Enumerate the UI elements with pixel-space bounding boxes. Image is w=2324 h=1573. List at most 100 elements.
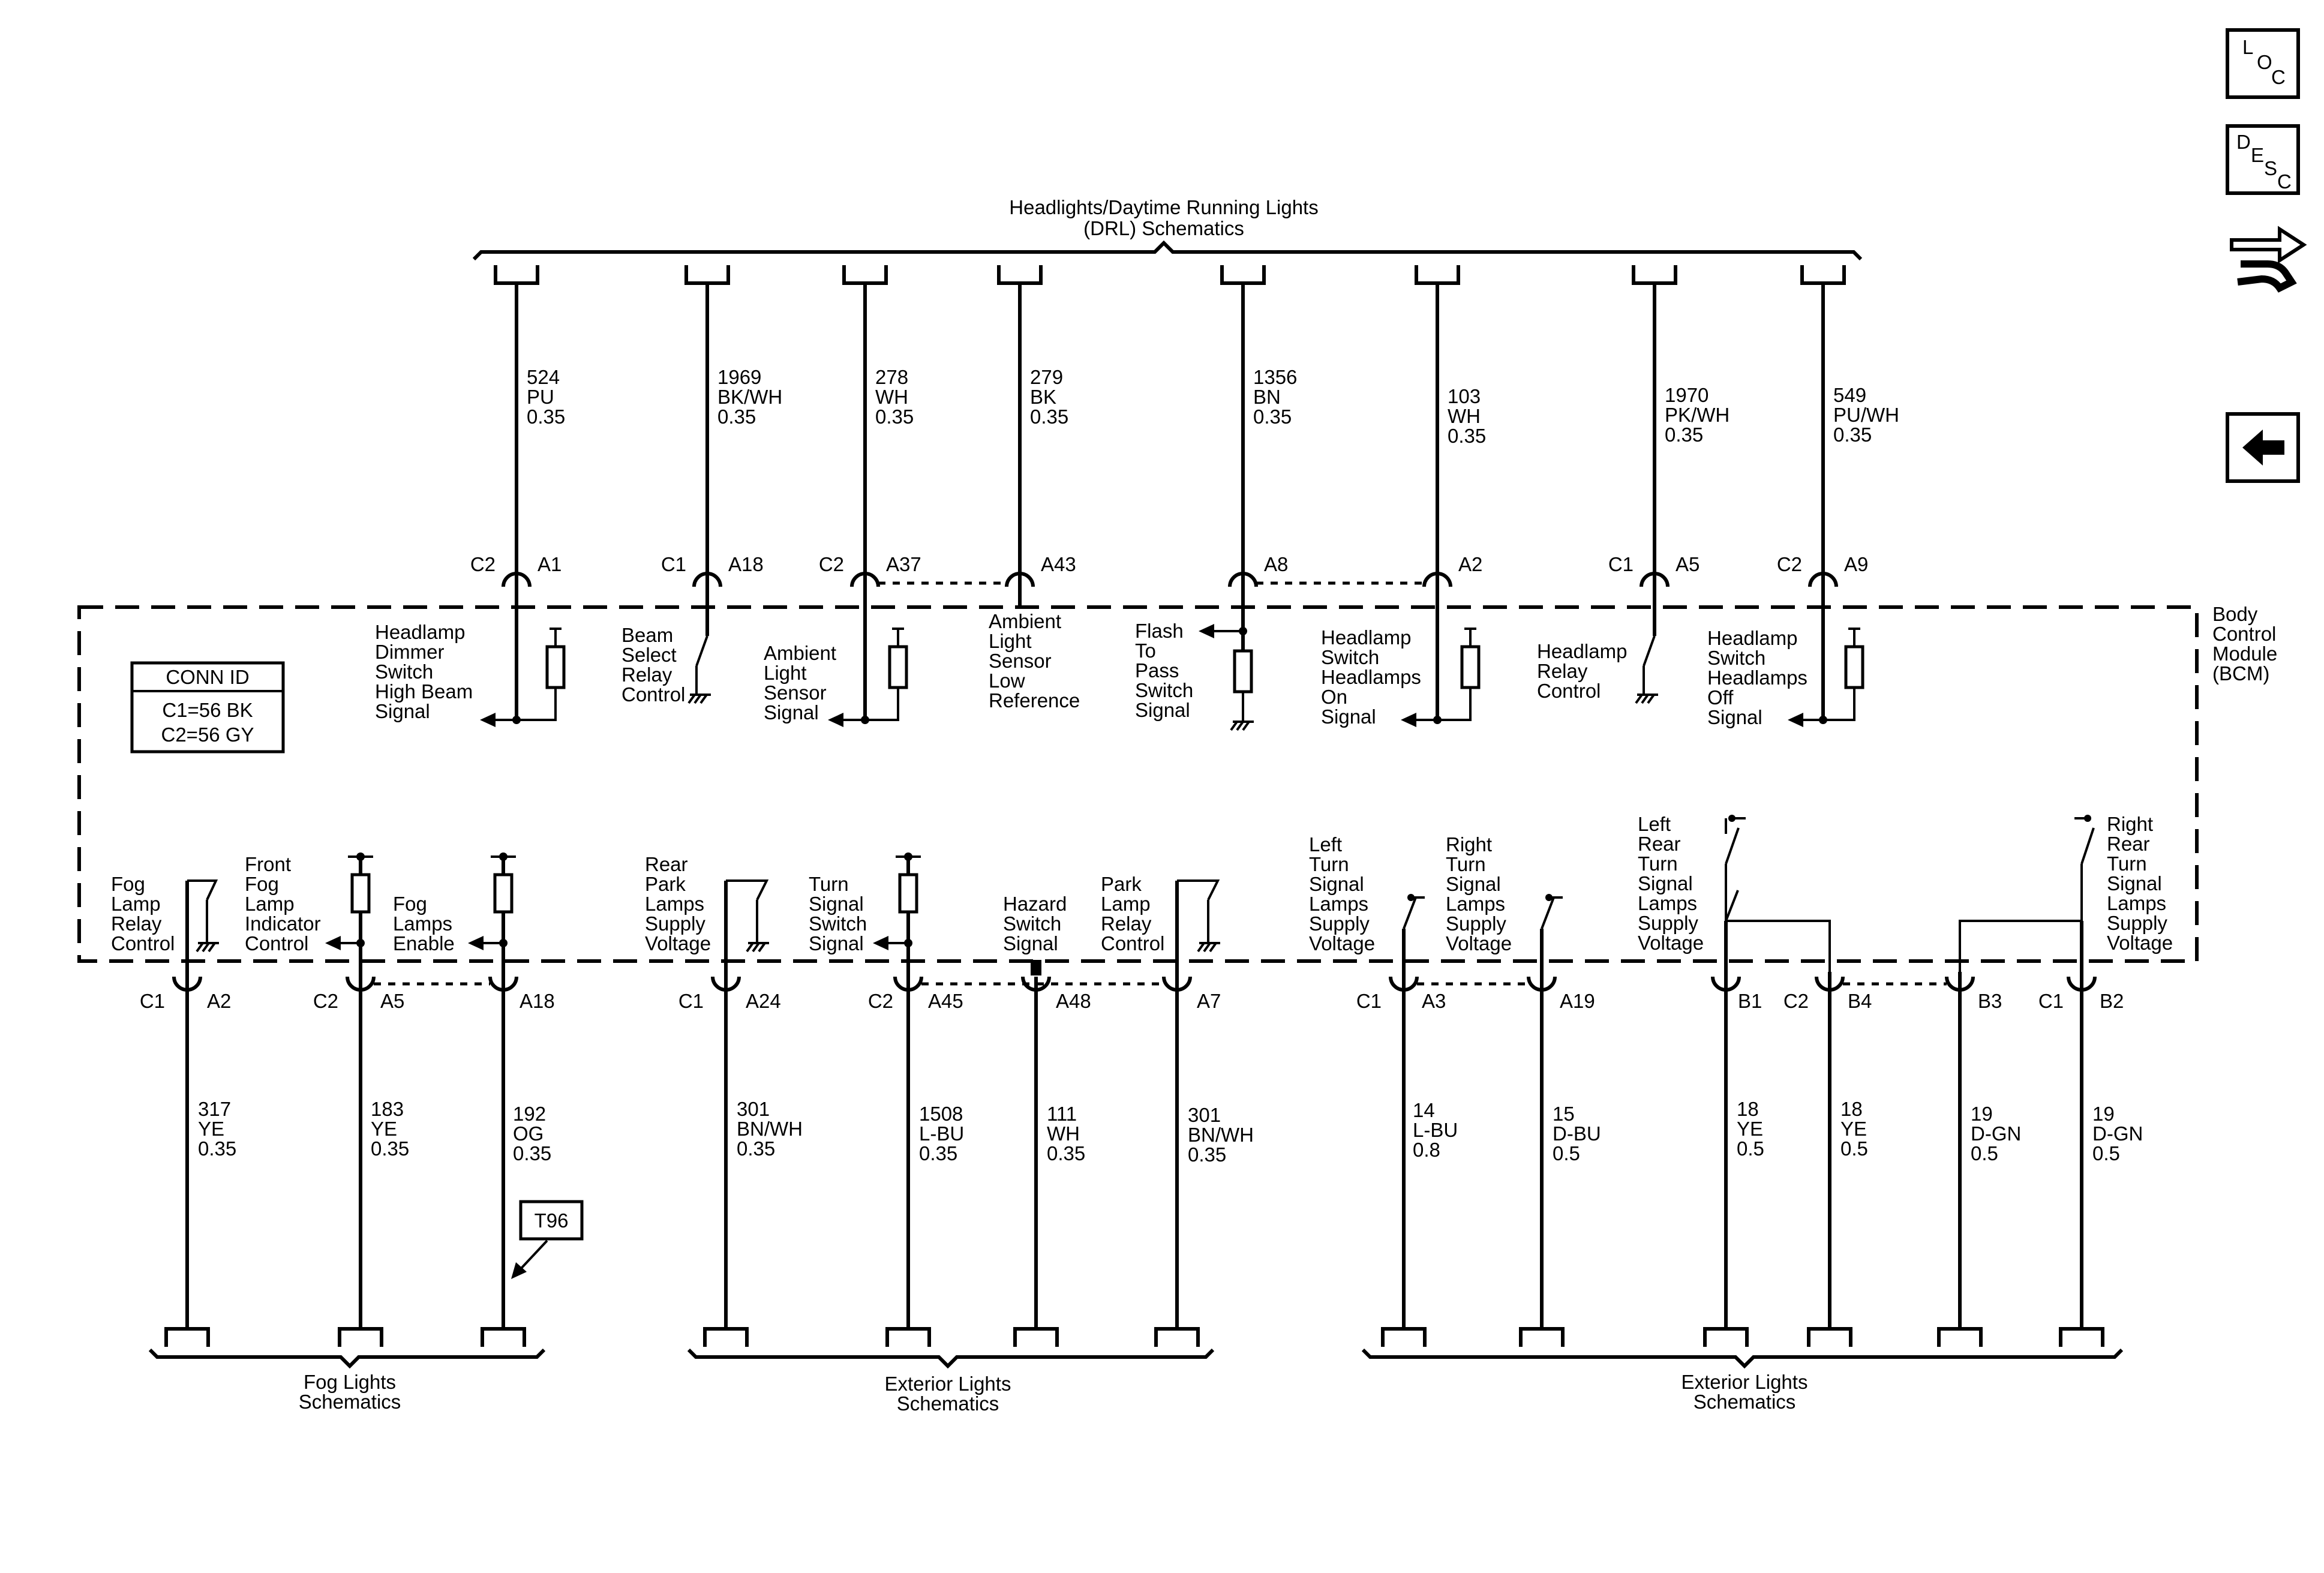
top-wire-a2[interactable]: 103 WH 0.35 A2 Headlamp Switch Headlamps… — [1321, 265, 1486, 728]
bottom-wire-circuit-number: 111 — [1047, 1103, 1077, 1125]
top-wire-a1[interactable]: 524 PU 0.35 C2 A1 Headlamp Dimmer Switch… — [375, 265, 566, 727]
bottom-wire-pin: A3 — [1422, 990, 1446, 1012]
top-wire-pin: A9 — [1844, 553, 1868, 575]
top-wire-label: Switch — [1707, 647, 1765, 669]
bottom-wire-label: Voltage — [1638, 932, 1704, 954]
bottom-group-exterior-2[interactable]: Exterior Lights Schematics — [1361, 1348, 2124, 1413]
repair-icon[interactable] — [2230, 226, 2307, 293]
bottom-wire-connector — [1807, 1327, 1852, 1347]
top-wire-pin: A43 — [1041, 553, 1076, 575]
top-wire-label: Low — [989, 670, 1025, 692]
bottom-wire-a7[interactable]: A7 301 BN/WH 0.35 Park Lamp Relay Contro… — [1101, 873, 1254, 1347]
bottom-wire-a3[interactable]: C1 A3 14 L-BU 0.8 Left Turn Signal Lamps… — [1309, 833, 1458, 1347]
bottom-wire-junction — [499, 852, 508, 861]
bottom-wire-a2[interactable]: C1 A2 317 YE 0.35 Fog Lamp Relay Control — [111, 873, 236, 1347]
back-button[interactable] — [2226, 412, 2300, 483]
bottom-group-fog[interactable]: Fog Lights Schematics — [148, 1348, 546, 1413]
top-wire-a37[interactable]: 278 WH 0.35 C2 A37 Ambient Light Sensor … — [764, 265, 921, 727]
bottom-wire-circuit-color: D-GN — [1971, 1122, 2021, 1145]
top-wire-pin-symbol — [1808, 572, 1838, 587]
top-wire-a5[interactable]: 1970 PK/WH 0.35 C1 A5 Headlamp Relay Con… — [1537, 265, 1730, 704]
top-wire-label: Light — [764, 662, 807, 684]
bottom-wire-label: Control — [245, 932, 308, 954]
bottom-wire-circuit-number: 317 — [198, 1098, 231, 1120]
t96-callout[interactable]: T96 — [511, 1200, 584, 1279]
top-wire-pin-symbol — [1228, 572, 1258, 587]
bottom-group-exterior-1[interactable]: Exterior Lights Schematics — [687, 1348, 1215, 1415]
top-header-brace — [472, 240, 1863, 261]
bottom-wire-circuit-number: 19 — [2092, 1103, 2115, 1125]
t96-leader — [520, 1239, 548, 1270]
top-header-line2: (DRL) Schematics — [1083, 217, 1244, 239]
bottom-wire-label: Supply — [1446, 912, 1506, 935]
bottom-wire-conn-id: C2 — [1783, 990, 1809, 1012]
bottom-wire-label: Park — [1101, 873, 1142, 895]
bottom-wire-circuit-color: L-BU — [919, 1122, 964, 1145]
bottom-wire-a18[interactable]: A18 192 OG 0.35 Fog Lamps Enable — [393, 852, 555, 1347]
top-wire-label: Pass — [1135, 659, 1179, 682]
bottom-wire-circuit-number: 1508 — [919, 1103, 963, 1125]
bottom-wire-label: Turn — [2107, 852, 2147, 875]
top-wire-label: Sensor — [989, 650, 1052, 672]
bottom-wire-label: Fog — [111, 873, 145, 895]
top-wire-conn-id: C2 — [819, 553, 844, 575]
top-wire-label: Signal — [764, 701, 819, 724]
bottom-wire-a5[interactable]: C2 A5 183 YE 0.35 Front Fog Lamp Indicat… — [245, 852, 409, 1347]
top-wire-label: Reference — [989, 689, 1080, 712]
top-wire-pin: A5 — [1676, 553, 1700, 575]
top-wire-connector — [1220, 265, 1266, 285]
top-wire-label: Headlamp — [1537, 640, 1627, 662]
bottom-wire-a24[interactable]: C1 A24 301 BN/WH 0.35 Rear Park Lamps Su… — [645, 853, 803, 1347]
top-wire-label: High Beam — [375, 680, 473, 703]
bottom-wire-arrow — [873, 936, 888, 950]
top-wire-label: Headlamp — [375, 621, 465, 643]
desc-button[interactable]: D E S C — [2226, 124, 2300, 195]
bottom-wire-label: Supply — [645, 912, 705, 935]
top-wire-circuit-number: 278 — [875, 366, 908, 388]
bottom-wire-label: Turn — [1638, 852, 1678, 875]
bottom-wire-label: Left — [1638, 813, 1671, 835]
top-wire-label: Select — [621, 644, 677, 666]
top-wire-circuit-number: 1969 — [717, 366, 761, 388]
top-wire-circuit-number: 1356 — [1253, 366, 1297, 388]
bottom-wire-connector — [1013, 1327, 1059, 1347]
bottom-wire-label: Supply — [1309, 912, 1370, 935]
bottom-wire-b3-b2[interactable]: B3 19 D-GN 0.5 C1 B2 19 D-GN 0.5 Right R… — [1937, 813, 2173, 1347]
top-wire-label: Relay — [621, 664, 672, 686]
bottom-wire-b1-b4[interactable]: B1 18 YE 0.5 Left Rear Turn Signal Lamps… — [1638, 813, 1872, 1347]
bottom-wire-label: Lamps — [2107, 892, 2166, 914]
top-wire-a8[interactable]: 1356 BN 0.35 A8 Flash To Pass Switch Sig… — [1135, 265, 1297, 731]
conn-id-line: C2=56 GY — [161, 724, 254, 746]
top-wire-pin: A1 — [538, 553, 562, 575]
top-wire-a43[interactable]: 279 BK 0.35 A43 Ambient Light Sensor Low… — [989, 265, 1080, 712]
loc-button[interactable]: L O C — [2226, 28, 2300, 99]
bottom-group-brace — [1361, 1348, 2124, 1369]
bottom-wire-circuit-gauge: 0.35 — [513, 1142, 551, 1164]
bottom-wire-circuit-color: YE — [1840, 1118, 1867, 1140]
bcm-module-box — [77, 605, 2199, 963]
top-wire-connector — [494, 265, 539, 285]
bottom-wire-conn-id: C1 — [2038, 990, 2064, 1012]
top-header[interactable]: Headlights/Daytime Running Lights (DRL) … — [472, 196, 1863, 261]
bottom-wire-ground — [196, 900, 219, 953]
top-wire-resistor-body — [1844, 645, 1864, 689]
bottom-wire-bus — [1959, 864, 2083, 972]
top-wire-a18[interactable]: 1969 BK/WH 0.35 C1 A18 Beam Select Relay… — [621, 265, 782, 706]
top-wire-circuit-gauge: 0.35 — [527, 406, 565, 428]
bottom-wire-connector — [1937, 1327, 1983, 1347]
top-wire-switch — [695, 635, 708, 667]
bottom-wire-a45[interactable]: C2 A45 1508 L-BU 0.35 Turn Signal Switch… — [809, 852, 964, 1347]
bottom-wire-a19[interactable]: A19 15 D-BU 0.5 Right Turn Signal Lamps … — [1446, 833, 1601, 1347]
bottom-wire-a48[interactable]: A48 111 WH 0.35 Hazard Switch Signal — [1003, 893, 1091, 1347]
bottom-wire-connector — [2059, 1327, 2104, 1347]
top-wire-resistor-body — [545, 645, 566, 689]
bottom-wire-label: Signal — [1309, 873, 1364, 895]
top-wire-a9[interactable]: 549 PU/WH 0.35 C2 A9 Headlamp Switch Hea… — [1707, 265, 1899, 728]
bottom-group-line1: Fog Lights — [304, 1371, 396, 1393]
top-wire-label: Switch — [1135, 679, 1193, 701]
bottom-wire-circuit-gauge: 0.5 — [1840, 1137, 1868, 1160]
bottom-wire-pin: B4 — [1848, 990, 1872, 1012]
bottom-wire-label: Lamp — [111, 893, 161, 915]
top-wire-pin-symbol — [1422, 572, 1452, 587]
bottom-wire-switch — [1403, 896, 1425, 929]
